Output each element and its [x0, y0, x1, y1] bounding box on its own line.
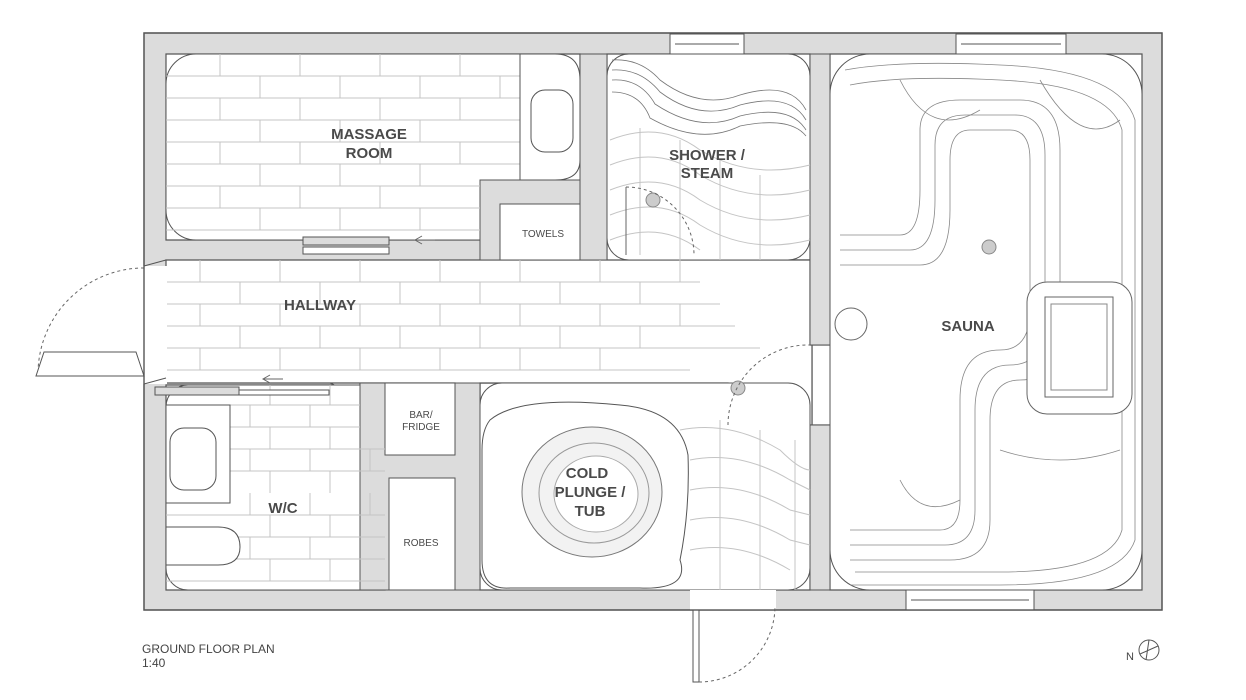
wc-door-arrow	[261, 374, 283, 384]
plunge-tub-inner	[553, 455, 639, 533]
bottom-door-leaf	[692, 609, 700, 683]
plunge-door-swing	[727, 344, 811, 426]
shower-drain	[645, 192, 661, 208]
wall-sauna-divider-top	[809, 53, 831, 346]
massage-label-2: ROOM	[346, 145, 393, 162]
entrance-frame-top	[143, 259, 167, 267]
shower-label-2: STEAM	[681, 165, 734, 182]
bar-label-1: BAR/	[409, 410, 433, 421]
wc-sink	[169, 427, 217, 491]
towels-label: TOWELS	[522, 229, 564, 240]
plan-title: GROUND FLOOR PLAN	[142, 642, 275, 656]
sauna-stove	[834, 307, 868, 341]
shower-label-1: SHOWER /	[669, 147, 746, 164]
robes-cupboard	[388, 477, 456, 591]
sauna-bench-inner	[1050, 303, 1108, 391]
massage-sliding-door	[302, 246, 390, 255]
north-label: N	[1126, 651, 1134, 663]
bar-label-2: FRIDGE	[402, 422, 440, 433]
massage-door-track	[302, 236, 390, 246]
towels-cupboard	[499, 203, 581, 261]
bottom-door-swing	[698, 605, 776, 683]
entrance-opening	[137, 266, 167, 384]
hallway-label: HALLWAY	[284, 297, 356, 314]
plan-scale: 1:40	[142, 656, 166, 670]
plan-caption: GROUND FLOOR PLAN 1:40	[142, 642, 275, 670]
hallway-drain	[730, 380, 746, 396]
tiles-shower	[609, 128, 811, 260]
wall-outline	[143, 32, 1163, 611]
massage-sink	[530, 89, 574, 153]
robes-label: ROBES	[403, 538, 438, 549]
wc-label: W/C	[268, 500, 297, 517]
tiles-hallway	[166, 260, 760, 371]
sauna-bench	[1044, 296, 1114, 398]
entrance-door-leaf	[35, 351, 145, 377]
plunge-label-3: TUB	[575, 503, 606, 520]
wall-sauna-divider-bottom	[809, 424, 831, 591]
sauna-label: SAUNA	[941, 318, 995, 335]
plunge-tub-ring	[538, 442, 650, 544]
tiles-massage	[166, 54, 520, 231]
north-arrow-icon	[1138, 639, 1160, 661]
sauna-drain	[981, 239, 997, 255]
bottom-door-opening	[690, 590, 776, 610]
bar-cupboard	[384, 382, 456, 456]
wall-shower-left	[579, 53, 608, 261]
shower-door-swing	[625, 186, 695, 256]
entrance-frame-bottom	[143, 377, 167, 385]
plunge-label-2: PLUNGE /	[555, 484, 627, 501]
shower-contour	[611, 59, 807, 137]
tiles-plunge	[679, 420, 811, 590]
sauna-contours	[840, 62, 1136, 586]
entrance-door-swing	[37, 267, 145, 375]
wc-door-track	[238, 389, 330, 396]
massage-door-arrow	[413, 235, 435, 245]
plunge-label-1: COLD	[566, 465, 609, 482]
massage-label-1: MASSAGE	[331, 126, 407, 143]
wc-sliding-door	[154, 386, 240, 396]
wc-toilet	[165, 526, 241, 566]
